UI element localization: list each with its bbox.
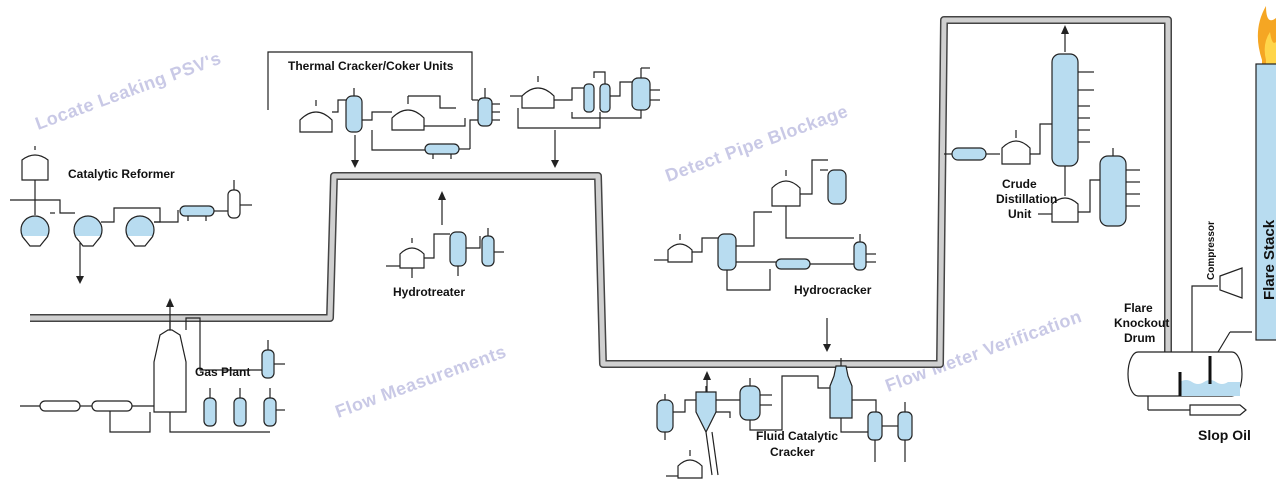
label-flare-ko-3: Drum (1124, 331, 1155, 345)
watermark-blockage: Detect Pipe Blockage (663, 101, 851, 186)
label-hydrotreater: Hydrotreater (393, 285, 465, 299)
compressor: Compressor (1191, 221, 1243, 352)
flare-knockout-drum: Flare Knockout Drum Slop Oil (1114, 301, 1252, 443)
label-fcc-2: Cracker (770, 445, 815, 459)
label-crude-1: Crude (1002, 177, 1037, 191)
label-slop-oil: Slop Oil (1198, 427, 1251, 443)
upper-mid-unit (510, 67, 660, 129)
fluid-catalytic-cracker: Fluid Catalytic Cracker (656, 358, 913, 479)
label-flare-ko-2: Knockout (1114, 316, 1169, 330)
hydrocracker: Hydrocracker (654, 159, 876, 297)
label-fcc-1: Fluid Catalytic (756, 429, 838, 443)
label-catalytic-reformer: Catalytic Reformer (68, 167, 175, 181)
label-crude-3: Unit (1008, 207, 1031, 221)
label-flare-stack: Flare Stack (1261, 219, 1276, 300)
crude-distillation-unit: Crude Distillation Unit (944, 53, 1140, 227)
label-thermal-cracker: Thermal Cracker/Coker Units (288, 59, 454, 73)
watermark-meter: Flow Meter Verification (883, 306, 1085, 396)
catalytic-reformer: Catalytic Reformer (10, 146, 252, 247)
flow-arrows (76, 25, 1069, 405)
watermark-psv: Locate Leaking PSV's (33, 48, 224, 134)
flare-stack: Flare Stack (1255, 6, 1276, 341)
label-crude-2: Distillation (996, 192, 1057, 206)
label-flare-ko-1: Flare (1124, 301, 1153, 315)
watermark-flow: Flow Measurements (333, 341, 509, 422)
hydrotreater: Hydrotreater (386, 228, 504, 299)
gas-plant: Gas Plant (20, 317, 285, 433)
flare-header-pipe (30, 16, 1172, 390)
label-compressor: Compressor (1206, 221, 1217, 280)
label-hydrocracker: Hydrocracker (794, 283, 872, 297)
thermal-cracker-coker: Thermal Cracker/Coker Units (267, 51, 500, 159)
label-gas-plant: Gas Plant (195, 365, 250, 379)
